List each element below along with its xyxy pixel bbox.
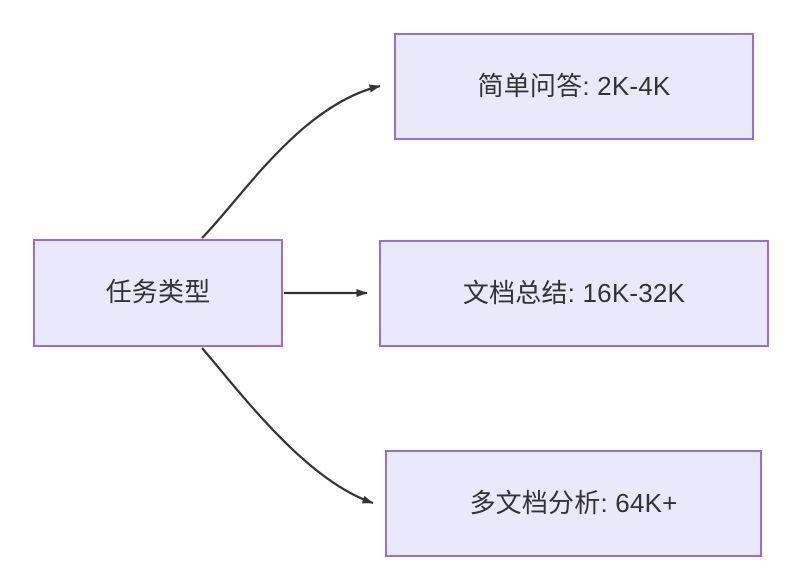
edge-source-to-simple	[201, 84, 381, 239]
node-document-summary[interactable]: 文档总结: 16K-32K	[379, 240, 769, 347]
node-label: 多文档分析: 64K+	[469, 487, 678, 518]
node-label: 任务类型	[105, 277, 211, 308]
node-simple-qa[interactable]: 简单问答: 2K-4K	[394, 33, 754, 140]
node-task-type[interactable]: 任务类型	[33, 239, 283, 347]
node-label: 简单问答: 2K-4K	[477, 70, 671, 101]
node-multi-document-analysis[interactable]: 多文档分析: 64K+	[385, 450, 762, 557]
node-label: 文档总结: 16K-32K	[462, 277, 686, 308]
edge-source-to-multidoc	[201, 347, 374, 505]
